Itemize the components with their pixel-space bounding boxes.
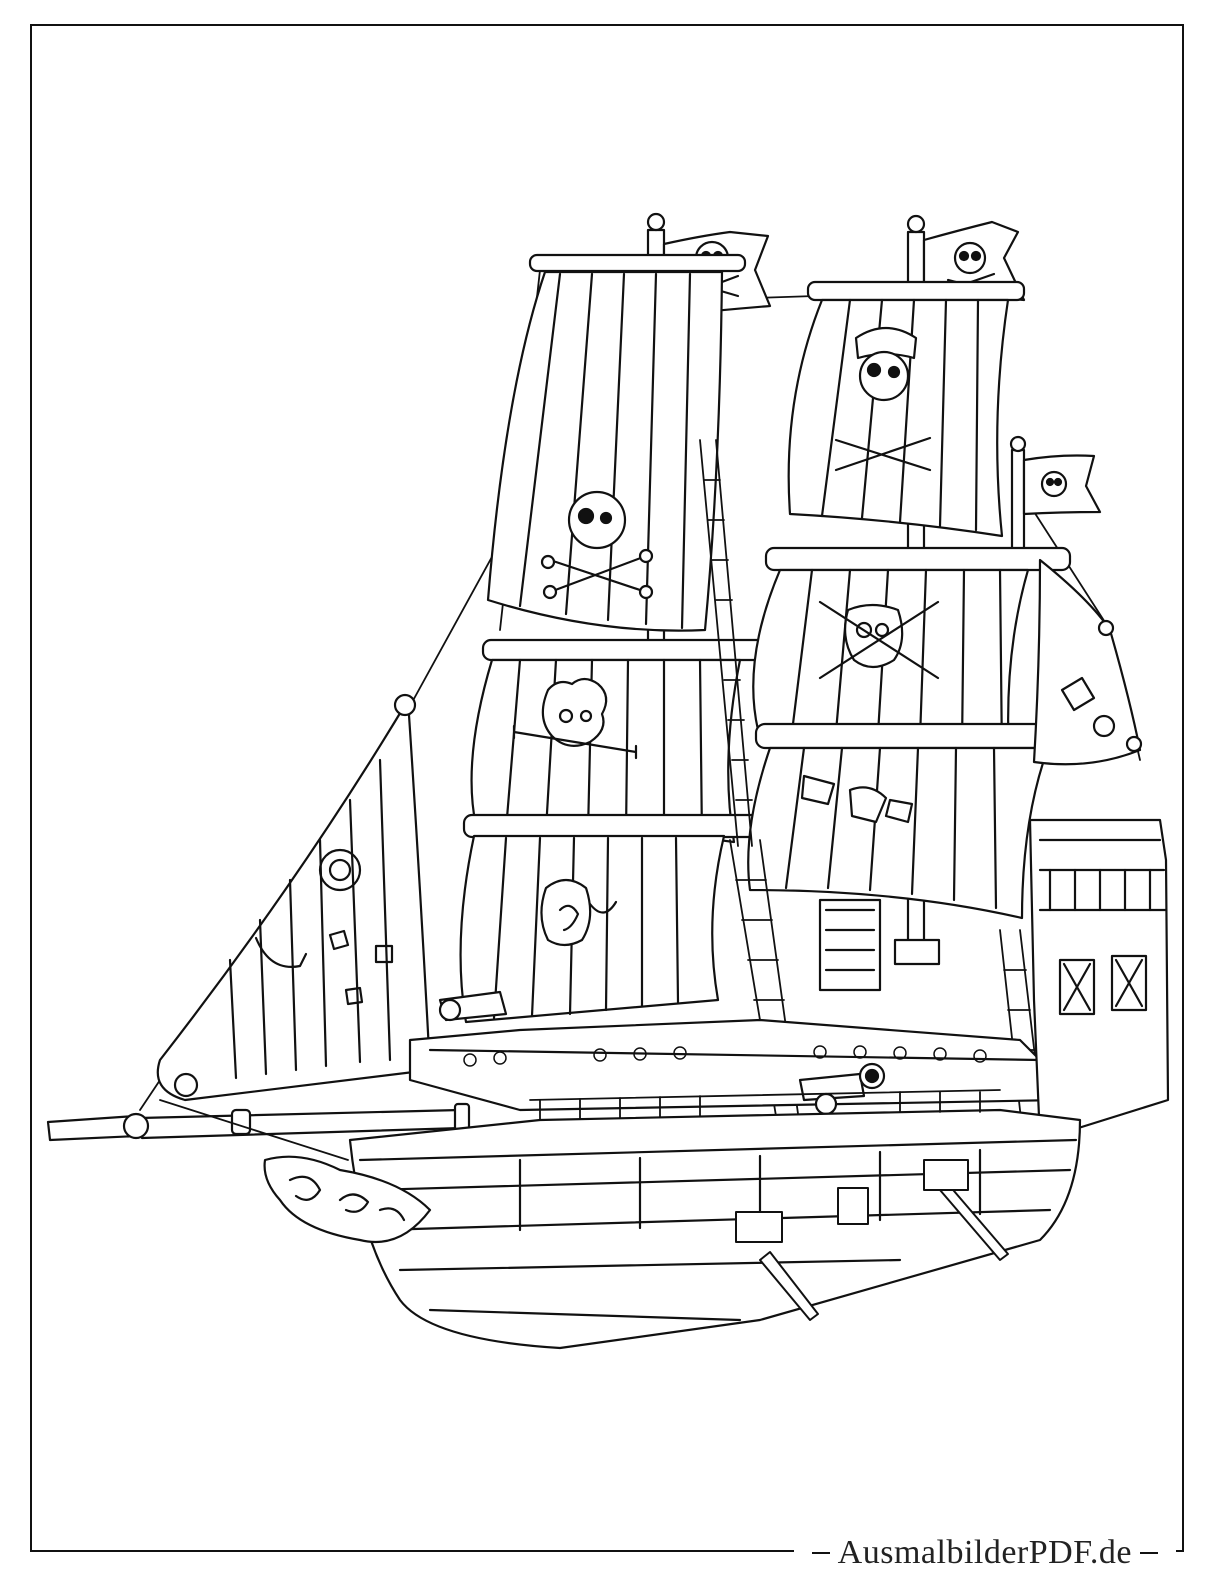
watermark-text: AusmalbilderPDF.de (837, 1534, 1132, 1571)
stern-castle (1028, 818, 1170, 1142)
ship-hull (263, 1108, 1082, 1350)
cannon-icon (438, 990, 508, 1022)
mizzen-sail (1032, 558, 1143, 766)
fore-lower-sail (470, 638, 777, 844)
ship-wheel-icon (1092, 714, 1116, 738)
ship-railing (529, 1089, 1001, 1121)
fore-top-sail (486, 253, 747, 632)
fore-course-sail (459, 813, 778, 1024)
ship-deck (408, 898, 1062, 1116)
ship-wheel-icon (318, 848, 362, 892)
main-middle-sail (752, 546, 1072, 772)
watermark: AusmalbilderPDF.de (793, 1530, 1176, 1576)
skull-crossbones-flag-icon (1022, 454, 1102, 516)
jib-sail (156, 693, 439, 1102)
main-top-sail (787, 280, 1026, 538)
watermark-dash-left (811, 1552, 830, 1554)
watermark-dash-right (1140, 1552, 1158, 1554)
bowsprit (46, 1102, 471, 1142)
page-border (30, 24, 1184, 1552)
main-lower-sail (747, 722, 1078, 920)
oar (735, 1159, 1009, 1321)
